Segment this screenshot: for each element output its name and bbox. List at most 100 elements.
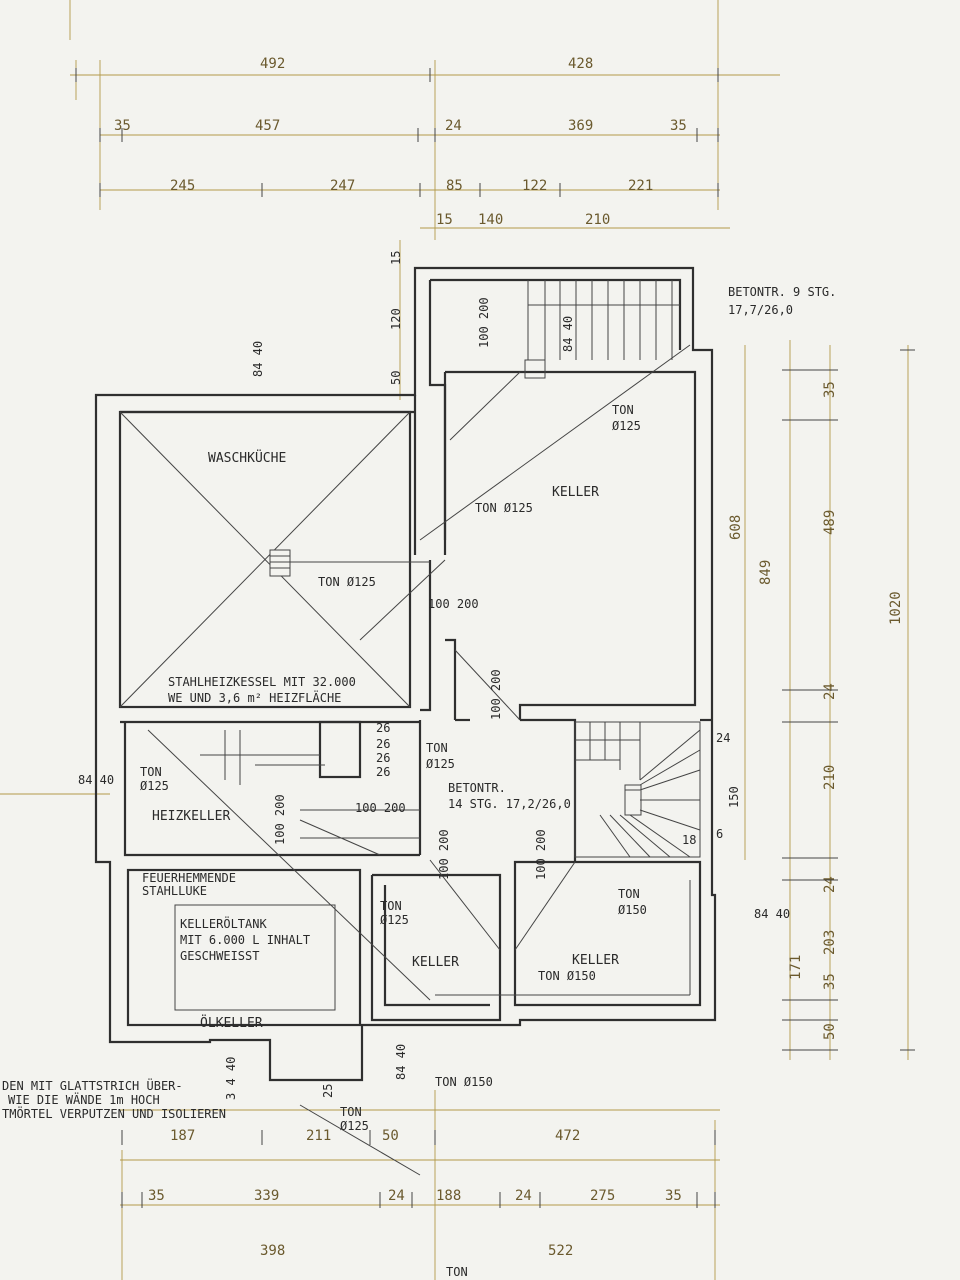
dim-35b: 35 bbox=[670, 118, 687, 134]
note-betontr-top-1: BETONTR. 9 STG. bbox=[728, 285, 836, 299]
dim-24: 24 bbox=[445, 118, 462, 134]
room-oelkeller: ÖLKELLER bbox=[200, 1014, 263, 1031]
note-ton125-h-1: TON bbox=[340, 1105, 362, 1119]
note-ton-bottom: TON bbox=[446, 1265, 468, 1279]
construction-lines bbox=[0, 0, 909, 1280]
opening-100-200-g: 100 200 bbox=[534, 829, 548, 880]
opening-120: 120 bbox=[389, 308, 403, 330]
opening-6: 6 bbox=[716, 827, 723, 841]
dim-35c: 35 bbox=[822, 381, 838, 398]
dim-24e: 24 bbox=[388, 1188, 405, 1204]
dim-187: 187 bbox=[170, 1128, 195, 1144]
dim-849: 849 bbox=[758, 560, 774, 585]
note-feuer-2: STAHLLUKE bbox=[142, 884, 207, 898]
opening-26-d: 26 bbox=[376, 765, 390, 779]
dim-24d: 24 bbox=[822, 876, 838, 893]
dim-221: 221 bbox=[628, 178, 653, 194]
note-ton125-d-2: Ø125 bbox=[612, 419, 641, 433]
note-tank-3: GESCHWEISST bbox=[180, 949, 259, 963]
opening-26-b: 26 bbox=[376, 737, 390, 751]
note-betontr-top-2: 17,7/26,0 bbox=[728, 303, 793, 317]
note-ton125-h-2: Ø125 bbox=[340, 1119, 369, 1133]
walls bbox=[94, 266, 717, 1176]
dim-140: 140 bbox=[478, 212, 503, 228]
note-boden-3: TMÖRTEL VERPUTZEN UND ISOLIEREN bbox=[2, 1105, 226, 1121]
opening-100-200-a: 100 200 bbox=[428, 597, 479, 611]
dimension-bottom: 187 211 50 472 35 339 24 188 24 275 35 3… bbox=[121, 1128, 716, 1259]
dim-171: 171 bbox=[788, 955, 804, 980]
room-waschkueche: WASCHKÜCHE bbox=[208, 449, 286, 466]
dim-210c: 210 bbox=[822, 765, 838, 790]
opening-26-c: 26 bbox=[376, 751, 390, 765]
note-ton125-f-2: Ø125 bbox=[140, 779, 169, 793]
dim-188: 188 bbox=[436, 1188, 461, 1204]
note-ton150-a-2: Ø150 bbox=[618, 903, 647, 917]
note-ton125-e-2: Ø125 bbox=[426, 757, 455, 771]
opening-100-200-d: 100 200 bbox=[355, 801, 406, 815]
dim-85: 85 bbox=[446, 178, 463, 194]
opening-18: 18 bbox=[682, 833, 696, 847]
note-tank-1: KELLERÖLTANK bbox=[180, 915, 267, 931]
opening-25: 25 bbox=[321, 1084, 335, 1098]
opening-50: 50 bbox=[389, 371, 403, 385]
note-kessel-1: STAHLHEIZKESSEL MIT 32.000 bbox=[168, 675, 356, 689]
dim-35a: 35 bbox=[114, 118, 131, 134]
note-ton150-a-1: TON bbox=[618, 887, 640, 901]
opening-84-40-b: 84 40 bbox=[561, 316, 575, 352]
note-ton125-g-2: Ø125 bbox=[380, 913, 409, 927]
room-keller-small: KELLER bbox=[412, 955, 459, 970]
opening-15: 15 bbox=[389, 251, 403, 265]
dim-50b: 50 bbox=[382, 1128, 399, 1144]
dim-35f: 35 bbox=[665, 1188, 682, 1204]
dim-489: 489 bbox=[822, 510, 838, 535]
dimension-top: 492 428 35 457 24 369 35 245 247 85 122 … bbox=[75, 56, 719, 228]
opening-84-40-a: 84 40 bbox=[251, 341, 265, 377]
dim-50: 50 bbox=[822, 1023, 838, 1040]
dim-428: 428 bbox=[568, 56, 593, 72]
dim-15: 15 bbox=[436, 212, 453, 228]
opening-3-4-40: 3 4 40 bbox=[224, 1057, 238, 1100]
note-ton125-b: TON Ø125 bbox=[475, 501, 533, 515]
note-tank-2: MIT 6.000 L INHALT bbox=[180, 933, 310, 947]
opening-100-200-e: 100 200 bbox=[273, 794, 287, 845]
dim-608: 608 bbox=[728, 515, 744, 540]
note-ton125-a: TON Ø125 bbox=[318, 575, 376, 589]
opening-100-200-b: 100 200 bbox=[477, 297, 491, 348]
note-ton125-e-1: TON bbox=[426, 741, 448, 755]
note-betontr-mid-2: 14 STG. 17,2/26,0 bbox=[448, 797, 571, 811]
dim-522: 522 bbox=[548, 1243, 573, 1259]
dim-247: 247 bbox=[330, 178, 355, 194]
note-ton125-g-1: TON bbox=[380, 899, 402, 913]
dim-211: 211 bbox=[306, 1128, 331, 1144]
dim-203: 203 bbox=[822, 930, 838, 955]
dim-275: 275 bbox=[590, 1188, 615, 1204]
opening-84-40-e: 84 40 bbox=[394, 1044, 408, 1080]
opening-100-200-f: 100 200 bbox=[437, 829, 451, 880]
note-betontr-mid-1: BETONTR. bbox=[448, 781, 506, 795]
dim-24f: 24 bbox=[515, 1188, 532, 1204]
room-keller-main: KELLER bbox=[552, 485, 599, 500]
note-kessel-2: WE UND 3,6 m² HEIZFLÄCHE bbox=[168, 690, 341, 705]
opening-labels: 100 200 84 40 120 50 15 84 40 100 200 10… bbox=[78, 251, 790, 1100]
opening-84-40-c: 84 40 bbox=[78, 773, 114, 787]
opening-100-200-c: 100 200 bbox=[489, 669, 503, 720]
dim-472: 472 bbox=[555, 1128, 580, 1144]
dim-398: 398 bbox=[260, 1243, 285, 1259]
dim-492: 492 bbox=[260, 56, 285, 72]
dim-369: 369 bbox=[568, 118, 593, 134]
dimension-right: 1020 849 608 35 489 24 210 24 203 35 50 … bbox=[728, 349, 915, 1051]
note-feuer-1: FEUERHEMMENDE bbox=[142, 871, 236, 885]
opening-150: 150 bbox=[727, 786, 741, 808]
note-ton125-d-1: TON bbox=[612, 403, 634, 417]
dim-245: 245 bbox=[170, 178, 195, 194]
opening-26-a: 26 bbox=[376, 721, 390, 735]
dim-210: 210 bbox=[585, 212, 610, 228]
notes: BETONTR. 9 STG. 17,7/26,0 BETONTR. 14 ST… bbox=[2, 285, 836, 1279]
room-keller-right: KELLER bbox=[572, 953, 619, 968]
opening-24-stair: 24 bbox=[716, 731, 730, 745]
dim-1020: 1020 bbox=[888, 591, 904, 625]
opening-84-40-d: 84 40 bbox=[754, 907, 790, 921]
dim-339: 339 bbox=[254, 1188, 279, 1204]
